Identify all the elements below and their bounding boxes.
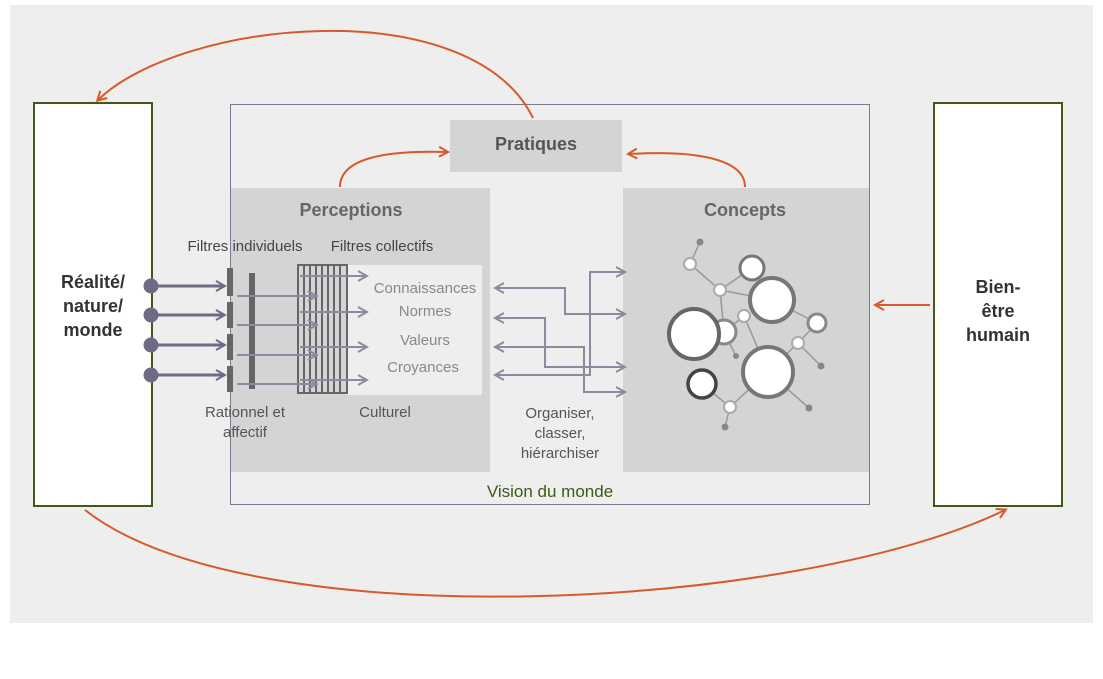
wellbeing-label: Bien- être humain [965,277,1030,345]
worldview-label: Vision du monde [486,482,614,501]
network-node [721,423,729,431]
network-node [696,238,704,246]
individual-filters-label: Filtres individuels [187,238,303,255]
rational-affective-label: Rationnel et affectif [204,404,286,441]
collective-filters-label: Filtres collectifs [330,238,434,255]
reality-label: Réalité/ nature/ monde [60,272,126,340]
concepts-to-practices-arrow [629,153,746,188]
practices-box [450,120,622,172]
individual-filter-bars [227,268,255,392]
top-feedback-arrow [98,30,534,119]
concept-network [667,238,828,431]
perceptions-title: Perceptions [299,200,403,220]
cultural-label: Culturel [359,404,411,421]
bottom-feedback-arrow [84,510,1005,598]
network-node [737,309,751,323]
knowledge-label: Connaissances [373,280,477,297]
network-node [805,404,813,412]
norms-label: Normes [398,303,452,320]
network-node [806,312,828,334]
collective-filter-grid [297,264,348,394]
network-node [713,283,727,297]
concepts-title: Concepts [703,200,786,220]
wellbeing-box [933,102,1063,507]
organize-arrows [496,272,624,392]
network-node [817,362,825,370]
network-node [723,400,737,414]
filter-pass-arrows [237,276,366,384]
network-node [733,353,739,359]
network-node [683,257,697,271]
reality-box [33,102,153,507]
network-node [741,345,795,399]
network-node [738,254,766,282]
perceptions-to-practices-arrow [339,152,447,188]
concepts-box [623,188,869,472]
values-label: Valeurs [400,332,450,349]
network-node [748,276,796,324]
practices-label: Pratiques [494,134,578,154]
network-node [686,368,718,400]
network-node [791,336,805,350]
input-arrows [143,278,224,383]
network-node [667,307,721,361]
beliefs-label: Croyances [387,359,459,376]
knowledge-panel [346,265,482,395]
organize-label: Organiser, classer, hiérarchiser [520,405,600,462]
